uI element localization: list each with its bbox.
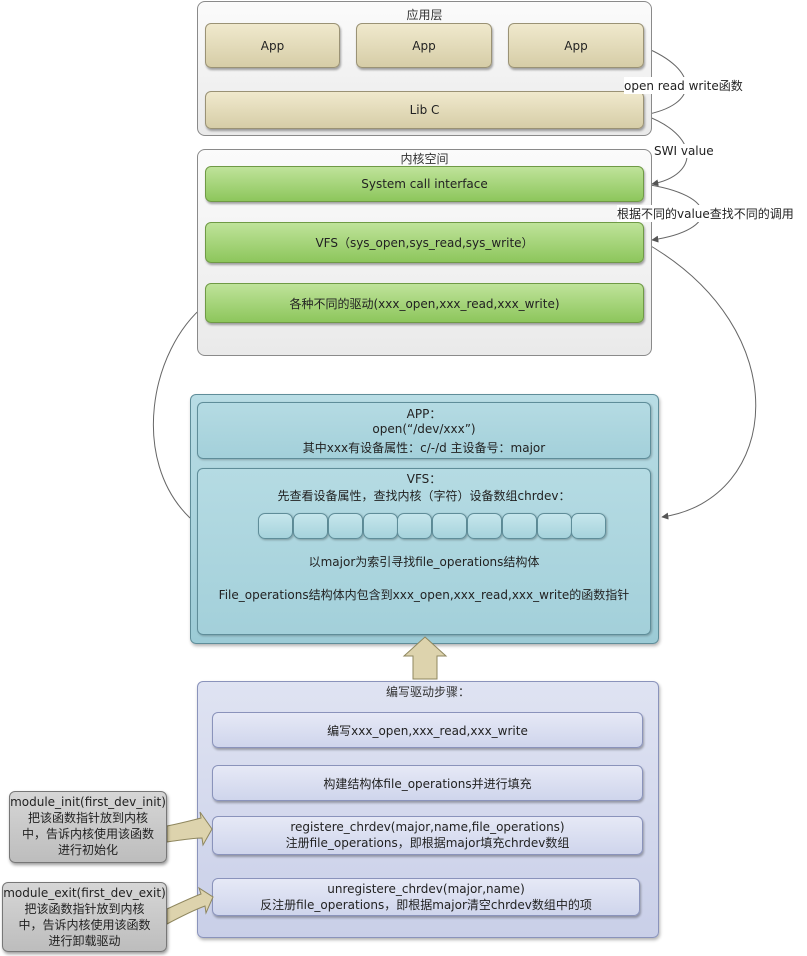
chrdev-array-cell — [328, 513, 363, 539]
module-exit-line3: 中，告诉内核使用该函数 — [18, 918, 151, 932]
connector-flow-to-drivers — [152, 304, 206, 519]
module-exit-note: module_exit(first_dev_exit) 把该函数指针放到内核 中… — [2, 882, 167, 952]
driver-steps-title: 编写驱动步骤： — [385, 685, 470, 699]
flow-app-box: APP： open(“/dev/xxx”) 其中xxx有设备属性：c/-/d 主… — [197, 402, 651, 459]
step-register-desc: 注册file_operations，即根据major填充chrdev数组 — [285, 836, 570, 850]
init-arrow-icon — [166, 811, 213, 847]
app-box-2: App — [356, 23, 492, 68]
app-box-3: App — [508, 23, 644, 68]
label-dispatch: 根据不同的value查找不同的调用 — [617, 205, 794, 222]
flow-app-device-attr: 其中xxx有设备属性：c/-/d 主设备号：major — [302, 441, 546, 455]
step-unregister-call: unregistere_chrdev(major,name) — [327, 882, 525, 896]
application-layer-title: 应用层 — [406, 8, 443, 22]
module-init-line3: 中，告诉内核使用该函数 — [21, 827, 154, 841]
module-init-line2: 把该函数指针放到内核 — [27, 811, 148, 825]
chrdev-array-cell — [363, 513, 398, 539]
chrdev-array-cell — [502, 513, 537, 539]
module-exit-line4: 进行卸载驱动 — [48, 934, 121, 948]
flow-vfs-box: VFS： 先查看设备属性，查找内核（字符）设备数组chrdev： 以major为… — [197, 468, 651, 635]
kernel-vfs-box: VFS（sys_open,sys_read,sys_write） — [205, 222, 644, 263]
flow-vfs-fops: File_operations结构体内包含到xxx_open,xxx_read,… — [218, 588, 630, 602]
flow-vfs-lookup: 先查看设备属性，查找内核（字符）设备数组chrdev： — [277, 489, 571, 503]
up-arrow-icon — [402, 636, 448, 680]
flow-app-title: APP： — [406, 407, 442, 421]
exit-arrow-icon — [166, 886, 214, 925]
app-box-1: App — [205, 23, 340, 68]
chrdev-array-cell — [432, 513, 467, 539]
module-init-line4: 进行初始化 — [57, 843, 118, 857]
step-build-fops: 构建结构体file_operations并进行填充 — [212, 765, 643, 801]
kernel-space-title: 内核空间 — [400, 152, 449, 166]
module-exit-line2: 把该函数指针放到内核 — [24, 902, 145, 916]
flow-app-open-call: open(“/dev/xxx”) — [372, 422, 476, 436]
chrdev-array-cell — [467, 513, 502, 539]
label-swi-value: SWI value — [654, 144, 714, 158]
module-init-call: module_init(first_dev_init) — [10, 795, 166, 809]
libc-box: Lib C — [205, 91, 644, 129]
flow-vfs-title: VFS： — [406, 472, 442, 486]
chrdev-array-cell — [537, 513, 572, 539]
step-unregister-desc: 反注册file_operations，即根据major清空chrdev数组中的项 — [260, 898, 592, 912]
step-write-functions: 编写xxx_open,xxx_read,xxx_write — [212, 712, 643, 748]
chrdev-array-cell — [397, 513, 432, 539]
chrdev-array-cell — [571, 513, 606, 539]
step-register-call: registere_chrdev(major,name,file_operati… — [290, 820, 565, 834]
syscall-interface-box: System call interface — [205, 166, 644, 202]
connector-vfs-to-flow — [643, 241, 757, 520]
step-register-chrdev: registere_chrdev(major,name,file_operati… — [212, 816, 643, 855]
chrdev-array-cell — [293, 513, 328, 539]
drivers-box: 各种不同的驱动(xxx_open,xxx_read,xxx_write) — [205, 283, 644, 323]
label-open-read-write: open read write函数 — [624, 77, 743, 94]
step-unregister-chrdev: unregistere_chrdev(major,name) 反注册file_o… — [212, 878, 640, 916]
module-exit-call: module_exit(first_dev_exit) — [3, 886, 166, 900]
module-init-note: module_init(first_dev_init) 把该函数指针放到内核 中… — [9, 791, 167, 863]
flow-vfs-index: 以major为索引寻找file_operations结构体 — [308, 555, 540, 569]
chrdev-array-cell — [258, 513, 293, 539]
